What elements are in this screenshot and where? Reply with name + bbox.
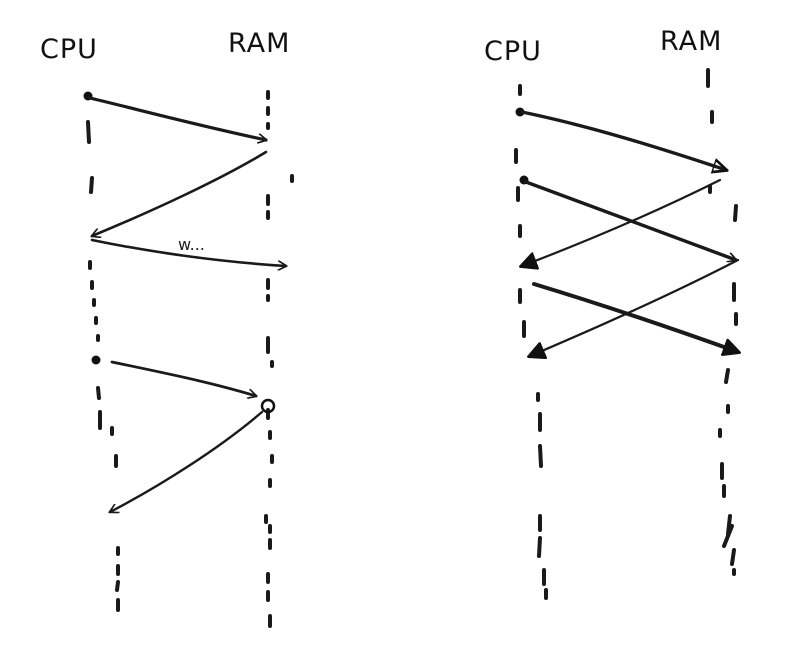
left-sequence-diagram: CPU RAM w... xyxy=(40,28,294,628)
right-ram-label: RAM xyxy=(660,26,722,57)
left-ram-label: RAM xyxy=(228,28,290,59)
left-response-arrow-1 xyxy=(92,150,268,236)
left-write-label: w... xyxy=(178,235,205,254)
left-response-arrow-2 xyxy=(110,410,264,512)
left-write-arrow xyxy=(90,238,286,266)
left-request-arrow-2 xyxy=(110,360,256,396)
right-request-arrow-1 xyxy=(520,110,726,170)
right-req1-origin-dot xyxy=(515,107,525,117)
left-cpu-lifeline xyxy=(86,120,120,612)
right-request-arrow-3 xyxy=(532,282,738,352)
right-request-arrow-2 xyxy=(524,180,736,260)
left-msg2-origin-dot xyxy=(91,355,101,365)
left-ram-lifeline xyxy=(264,90,294,628)
left-request-arrow-1 xyxy=(88,96,266,140)
right-sequence-diagram: CPU RAM xyxy=(484,26,740,600)
right-response-arrow-1 xyxy=(522,178,722,266)
left-ram-hollow-dot xyxy=(260,398,276,414)
right-ram-lifeline xyxy=(706,68,738,576)
right-cpu-lifeline xyxy=(514,84,548,600)
right-cpu-label: CPU xyxy=(484,36,542,67)
left-cpu-label: CPU xyxy=(40,34,98,65)
right-response-arrow-2 xyxy=(530,258,740,356)
